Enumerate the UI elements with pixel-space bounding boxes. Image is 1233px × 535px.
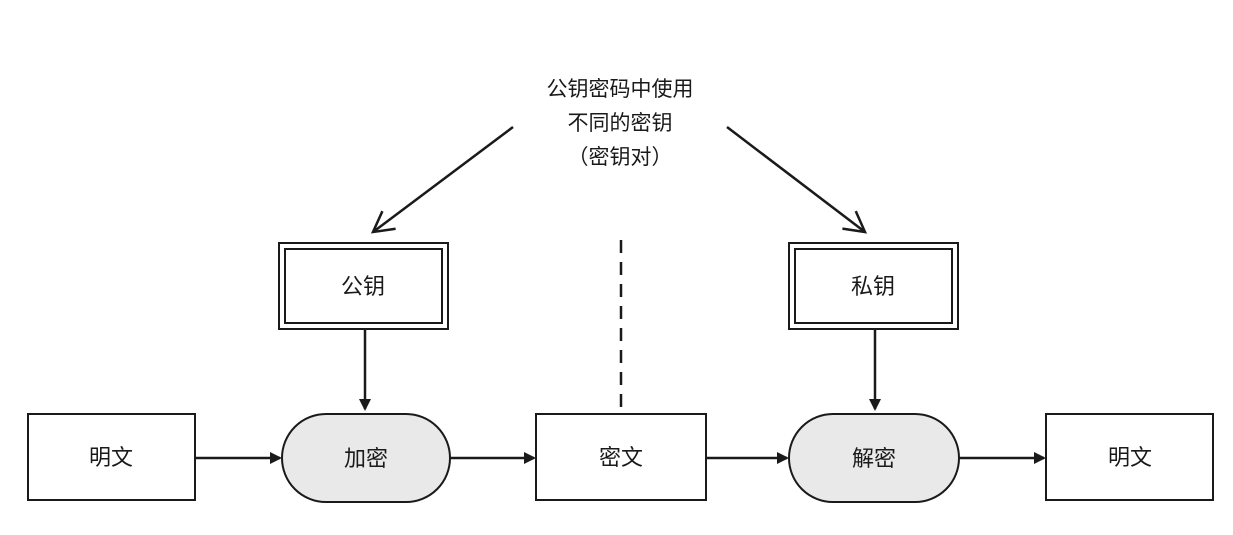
arrow-caption-to-public-key: [370, 126, 514, 234]
caption-line-3: （密钥对）: [568, 145, 673, 169]
encrypt-label: 加密: [344, 447, 388, 472]
private-key-label: 私钥: [851, 275, 895, 300]
caption-line-2: 不同的密钥: [568, 111, 673, 135]
decrypt-process: 解密: [788, 413, 960, 503]
arrow-caption-to-private-key: [726, 126, 868, 234]
plaintext-left-box: 明文: [27, 413, 196, 501]
public-key-box: 公钥: [278, 242, 449, 330]
private-key-box: 私钥: [788, 242, 959, 330]
encrypt-process: 加密: [281, 413, 451, 503]
decrypt-label: 解密: [852, 447, 896, 472]
plaintext-right-box: 明文: [1045, 413, 1214, 501]
plaintext-right-label: 明文: [1108, 446, 1152, 471]
public-key-label: 公钥: [341, 275, 385, 300]
caption-line-1: 公钥密码中使用: [547, 77, 694, 101]
caption-group: 公钥密码中使用 不同的密钥 （密钥对）: [547, 77, 694, 169]
ciphertext-label: 密文: [599, 446, 643, 471]
ciphertext-box: 密文: [535, 413, 707, 501]
plaintext-left-label: 明文: [89, 446, 133, 471]
